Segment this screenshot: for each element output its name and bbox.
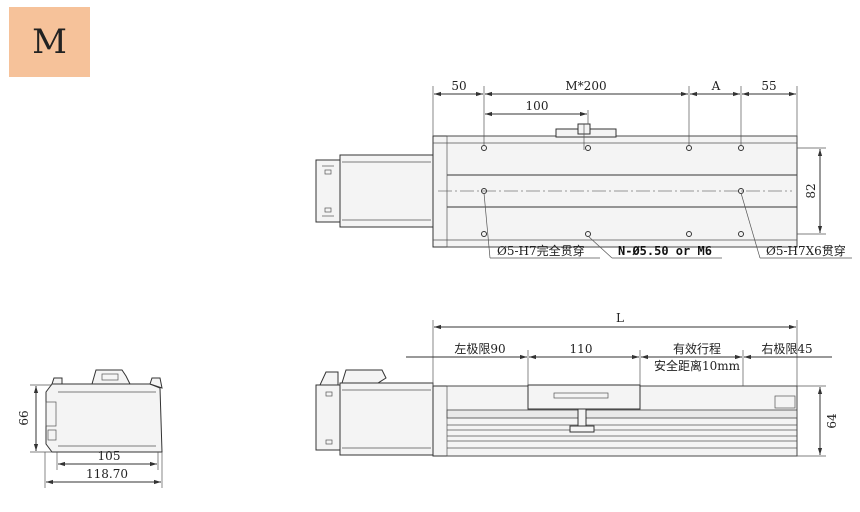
callout-middle: N-Ø5.50 or M6 (618, 244, 712, 258)
side-dimension-lines (406, 324, 832, 455)
top-extension-lines (432, 86, 826, 235)
dim-66: 66 (17, 410, 31, 425)
top-motor (315, 154, 434, 228)
dim-82: 82 (804, 183, 818, 198)
dim-left-limit: 左极限90 (454, 341, 505, 356)
dim-110: 110 (570, 342, 593, 356)
dim-right-limit: 右极限45 (761, 341, 812, 356)
dim-64: 64 (825, 413, 839, 429)
model-badge: M (9, 7, 90, 77)
dim-100: 100 (526, 99, 549, 113)
side-motor (315, 369, 434, 456)
dim-118-70: 118.70 (86, 467, 128, 481)
top-dimension-lines (434, 91, 823, 233)
dim-50: 50 (451, 79, 466, 93)
end-extension-lines (30, 384, 163, 488)
badge-label: M (32, 22, 67, 62)
end-profile (45, 369, 163, 453)
end-view: 66 105 118.70 (17, 369, 163, 488)
top-bracket (555, 123, 617, 150)
dim-stroke: 有效行程 (673, 341, 721, 356)
dim-m200: M*200 (565, 79, 606, 93)
dim-a: A (711, 79, 721, 93)
side-carriage (527, 384, 641, 433)
end-dimension-lines (33, 386, 161, 485)
top-callout-leaders (483, 192, 852, 259)
side-view: L 左极限90 110 有效行程 安全距离10mm 右极限45 64 (315, 311, 839, 457)
top-holes (481, 145, 744, 237)
callout-left: Ø5-H7完全贯穿 (497, 243, 585, 258)
dim-L: L (616, 311, 624, 325)
top-body (432, 135, 798, 248)
dim-55: 55 (761, 79, 776, 93)
callout-right: Ø5-H7X6贯穿 (766, 243, 846, 258)
top-view: 50 M*200 A 55 100 82 Ø5-H7完全贯穿 N-Ø5.50 o… (315, 79, 852, 259)
dim-safe-distance: 安全距离10mm (654, 358, 741, 373)
side-extension-lines (432, 320, 826, 457)
dim-105: 105 (98, 449, 121, 463)
